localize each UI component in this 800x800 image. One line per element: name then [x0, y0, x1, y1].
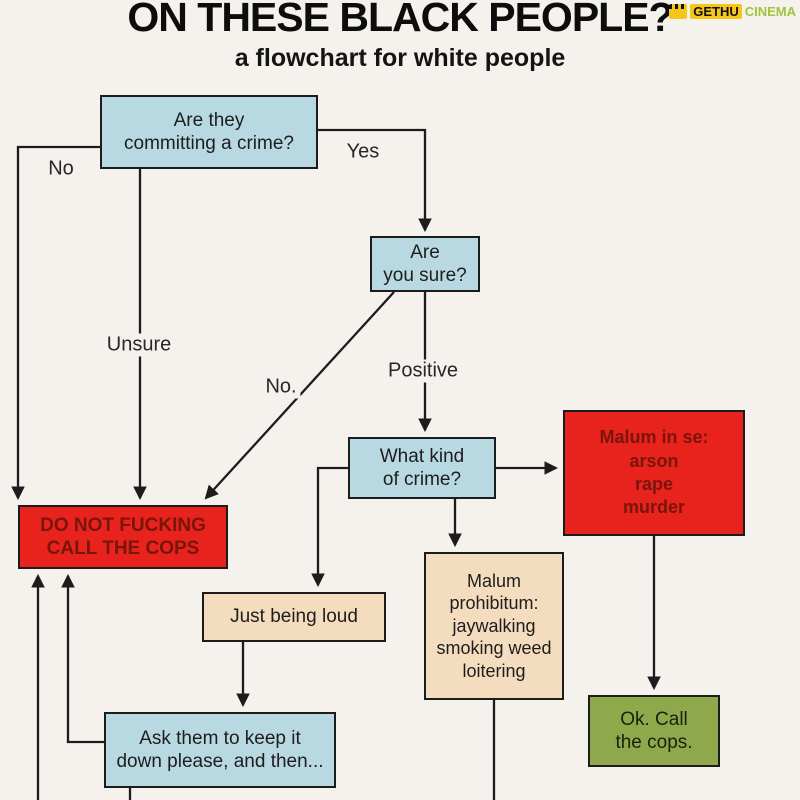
- node-text-crime-q: Are they committing a crime?: [124, 109, 294, 154]
- edge-no-arrow: [11, 145, 100, 501]
- node-text-ask-keep-down: Ask them to keep it down please, and the…: [116, 727, 324, 772]
- edge-label-unsure: Unsure: [102, 333, 176, 357]
- node-text-malum-prohibitum: Malum prohibitum: jaywalking smoking wee…: [436, 570, 552, 681]
- node-ok-call-the-cops: Ok. Call the cops.: [588, 695, 720, 767]
- node-ask-them-to-keep-it-down: Ask them to keep it down please, and the…: [104, 712, 336, 788]
- node-are-you-sure: Are you sure?: [370, 236, 480, 292]
- page-subtitle: a flowchart for white people: [234, 44, 566, 72]
- edge-label-no-period: No.: [261, 375, 301, 399]
- watermark-badge: GETHU CINEMA: [669, 4, 796, 19]
- edge-return-from-ask-arrow: [61, 573, 104, 744]
- node-what-kind-of-crime: What kind of crime?: [348, 437, 496, 499]
- clapperboard-icon: [669, 4, 688, 19]
- node-are-they-committing-crime: Are they committing a crime?: [100, 95, 318, 169]
- watermark-brand-top: GETHU: [690, 4, 742, 19]
- edge-label-yes: Yes: [346, 140, 380, 163]
- page-title: ON THESE BLACK PEOPLE?: [127, 0, 673, 40]
- node-malum-in-se: Malum in se: arson rape murder: [563, 410, 745, 536]
- watermark-brand-bottom: CINEMA: [744, 4, 796, 19]
- node-text-just-loud: Just being loud: [230, 606, 358, 628]
- node-text-sure-q: Are you sure?: [383, 241, 467, 286]
- edge-label-no: No: [48, 157, 74, 180]
- node-do-not-call-the-cops: DO NOT FUCKING CALL THE COPS: [18, 505, 228, 569]
- node-malum-prohibitum: Malum prohibitum: jaywalking smoking wee…: [424, 552, 564, 700]
- node-text-ok-call: Ok. Call the cops.: [615, 708, 693, 753]
- edge-label-positive: Positive: [383, 359, 463, 383]
- edge-just-loud-arrow: [311, 466, 348, 588]
- node-just-being-loud: Just being loud: [202, 592, 386, 642]
- node-text-malum-in-se: Malum in se: arson rape murder: [599, 427, 709, 518]
- node-text-kind-q: What kind of crime?: [379, 445, 465, 490]
- node-text-do-not-call: DO NOT FUCKING CALL THE COPS: [40, 514, 206, 559]
